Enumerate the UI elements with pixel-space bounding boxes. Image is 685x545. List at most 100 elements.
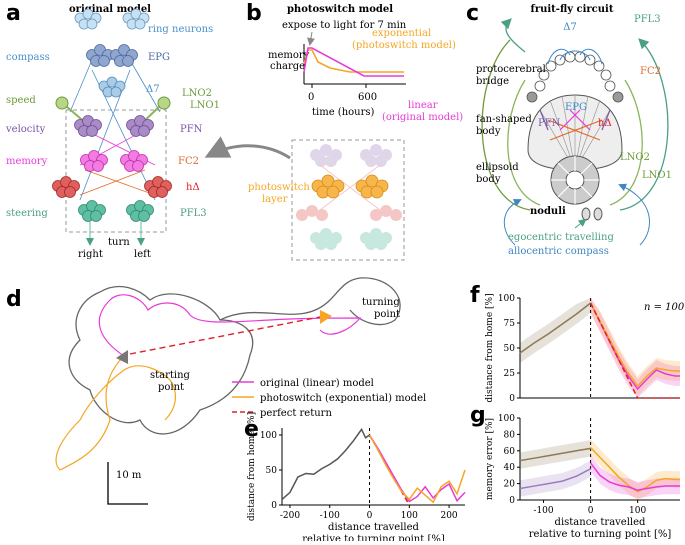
label-exponential: exponential bbox=[372, 28, 431, 39]
panel-a-dashed-box bbox=[65, 109, 167, 233]
xlabel-g-line1: distance travelled bbox=[555, 517, 646, 528]
label-left: left bbox=[134, 249, 151, 260]
panel-b: b photoswitch model expose to light for … bbox=[204, 1, 463, 261]
xtick-label-g-2: 100 bbox=[629, 506, 646, 516]
ring-neurons bbox=[74, 8, 150, 30]
panel-a: a original model bbox=[5, 1, 220, 260]
allo-arrow-right bbox=[618, 183, 651, 246]
label-lno2: LNO2 bbox=[182, 88, 212, 99]
hdelta-neurons bbox=[52, 176, 172, 198]
pfn-neurons bbox=[74, 115, 154, 137]
label-memory: memory bbox=[6, 156, 48, 167]
delta7-neurons bbox=[98, 76, 126, 98]
tick-label-600: 600 bbox=[358, 92, 377, 103]
panel-letter-g: g bbox=[470, 403, 486, 428]
ytick-label-f-0: 0 bbox=[509, 394, 515, 404]
label-memory-charge-1: memory bbox=[268, 50, 310, 61]
ytick-label-e-1: 50 bbox=[266, 466, 278, 476]
panel-b-title: photoswitch model bbox=[287, 4, 393, 15]
ytick-label-e-0: 0 bbox=[271, 501, 277, 511]
label-layer: layer bbox=[262, 194, 288, 205]
label-linear: linear bbox=[408, 100, 438, 111]
label-time-hours: time (hours) bbox=[312, 107, 375, 118]
label-fc2: FC2 bbox=[178, 156, 199, 167]
faded-neuron-layers bbox=[296, 144, 402, 250]
panel-letter-a: a bbox=[6, 1, 21, 26]
band-g-1 bbox=[520, 460, 591, 497]
ego-arrow bbox=[574, 218, 587, 229]
label-pfl3: PFL3 bbox=[180, 208, 207, 219]
xtick-label-e-4: 200 bbox=[440, 511, 457, 521]
label-c-lno1: LNO1 bbox=[642, 170, 672, 181]
magenta-path bbox=[98, 294, 362, 357]
nodulus-right bbox=[593, 207, 603, 221]
label-c-pfl3: PFL3 bbox=[634, 14, 661, 25]
label-c-delta7: Δ7 bbox=[563, 22, 577, 33]
turn-arrows bbox=[86, 222, 145, 246]
band-f-2 bbox=[590, 298, 680, 396]
label-eb-2: body bbox=[476, 174, 501, 185]
lno-neurons bbox=[55, 96, 171, 110]
label-photoswitch: photoswitch bbox=[248, 182, 310, 193]
protocerebral-bridge bbox=[534, 51, 616, 92]
label-c-lno2: LNO2 bbox=[620, 152, 650, 163]
series-e-3 bbox=[368, 434, 466, 504]
ylabel-f: distance from home [%] bbox=[485, 293, 495, 402]
panel-letter-d: d bbox=[6, 287, 22, 312]
delta7-loop-2 bbox=[579, 48, 603, 65]
ytick-label-g-3: 60 bbox=[504, 447, 516, 457]
annotation-f: n = 100 bbox=[644, 302, 685, 313]
panel-letter-b: b bbox=[246, 1, 262, 26]
epg-neurons bbox=[86, 44, 138, 67]
xlabel-e-line1: distance travelled bbox=[328, 522, 419, 533]
ytick-label-f-2: 50 bbox=[504, 344, 516, 354]
series-e-2 bbox=[368, 434, 466, 503]
xtick-label-e-3: 100 bbox=[401, 511, 418, 521]
photoswitch-layer-box bbox=[291, 139, 405, 261]
band-g-2 bbox=[590, 439, 680, 500]
label-noduli: noduli bbox=[530, 206, 566, 217]
ytick-label-e-2: 100 bbox=[260, 431, 277, 441]
ytick-label-g-0: 0 bbox=[509, 496, 515, 506]
xtick-label-e-0: -200 bbox=[280, 511, 300, 521]
ytick-label-g-5: 100 bbox=[498, 414, 515, 424]
allo-arrow-left bbox=[503, 199, 522, 246]
series-e-0 bbox=[281, 427, 370, 500]
ytick-label-f-1: 25 bbox=[504, 369, 516, 379]
lno2-arc-right bbox=[609, 79, 643, 206]
label-compass: compass bbox=[6, 52, 50, 63]
tick-label-0: 0 bbox=[308, 92, 314, 103]
label-c-epg: EPG bbox=[565, 102, 587, 113]
legend: original (linear) model photoswitch (exp… bbox=[232, 378, 426, 419]
xlabel-g-line2: relative to turning point [%] bbox=[529, 529, 672, 540]
label-c-hdelta: hΔ bbox=[598, 118, 612, 129]
linear-curve bbox=[303, 47, 404, 77]
label-scale: 10 m bbox=[116, 470, 142, 481]
orange-path bbox=[55, 355, 177, 471]
label-fb-2: body bbox=[476, 126, 501, 137]
pfl3-neurons bbox=[78, 200, 154, 222]
pfl3-arc bbox=[619, 38, 669, 211]
fb-inner-arrows bbox=[539, 109, 611, 141]
legend-label-linear: original (linear) model bbox=[260, 378, 374, 389]
series-g-3 bbox=[589, 462, 680, 491]
scale-bar bbox=[107, 462, 148, 505]
nodulus-left bbox=[581, 207, 591, 221]
xlabel-e-line2: relative to turning point [%] bbox=[302, 534, 445, 541]
band-f-0 bbox=[520, 298, 591, 363]
label-original-model: (original model) bbox=[382, 112, 463, 123]
legend-label-perfect: perfect return bbox=[260, 408, 332, 419]
label-speed: speed bbox=[6, 95, 36, 106]
delta7-loop-1 bbox=[547, 48, 571, 65]
label-turning-1: turning bbox=[362, 297, 400, 308]
label-allocentric: allocentric compass bbox=[508, 246, 609, 257]
panel-c-title: fruit-fly circuit bbox=[531, 4, 614, 15]
turning-point-marker bbox=[320, 310, 332, 324]
label-velocity: velocity bbox=[5, 124, 46, 135]
series-g-0 bbox=[519, 447, 591, 462]
panel-letter-e: e bbox=[244, 417, 259, 442]
panel-letter-c: c bbox=[466, 1, 479, 26]
